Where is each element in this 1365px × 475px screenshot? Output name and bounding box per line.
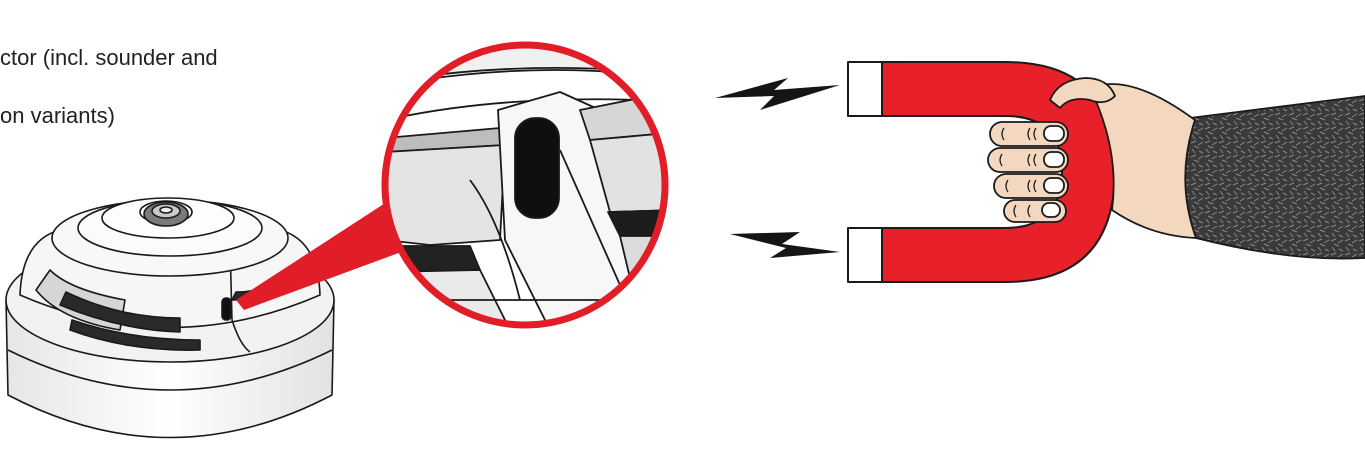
magnified-detail-icon: [380, 40, 680, 330]
lightning-arrow-icon: [715, 78, 840, 258]
smoke-detector-icon: [6, 198, 334, 438]
